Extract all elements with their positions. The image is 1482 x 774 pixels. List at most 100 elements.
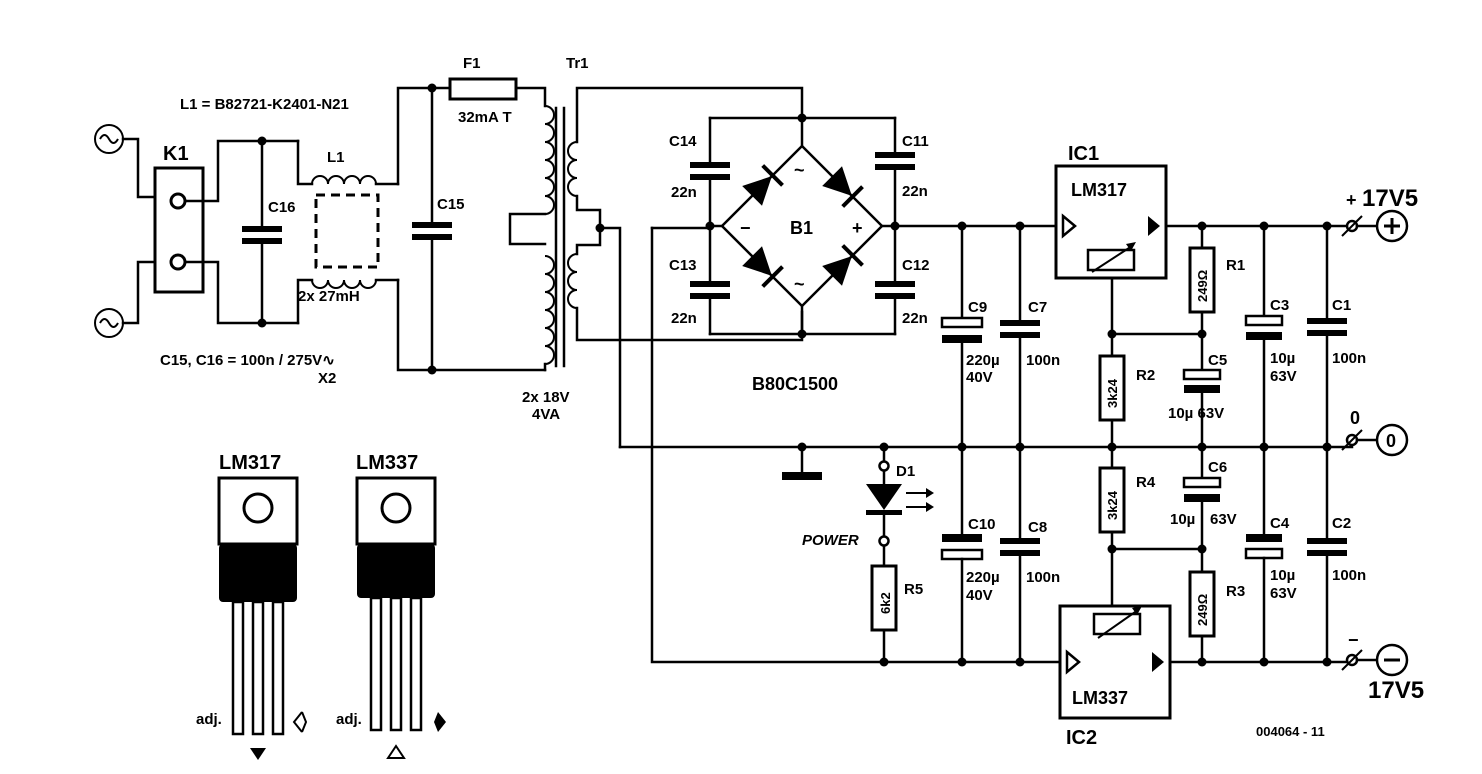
label-c8-value: 100n [1026, 569, 1060, 586]
label-r5-value: 6k2 [878, 592, 893, 614]
fuse-f1: F1 32mA T [448, 55, 547, 126]
power-indicator: D1 POWER 6k2 R5 [802, 442, 934, 667]
label-c5: C5 [1208, 352, 1227, 369]
label-b1-ac-bottom: ~ [794, 274, 805, 294]
label-pos-voltage: 17V5 [1362, 185, 1418, 212]
label-c12-value: 22n [902, 310, 928, 327]
capacitor-c3: C3 10µ 63V [1244, 224, 1297, 449]
label-l1: L1 [327, 149, 345, 166]
capacitor-c12: C12 22n [875, 224, 930, 336]
capacitor-c14: C14 22n [669, 116, 730, 228]
capacitor-c2: C2 100n [1307, 445, 1366, 664]
label-c7-value: 100n [1026, 352, 1060, 369]
label-d1: D1 [896, 463, 915, 480]
label-r4: R4 [1136, 474, 1156, 491]
ground-output-terminal [1375, 423, 1409, 457]
label-c3-cap: 10µ [1270, 350, 1295, 367]
label-b1-ac-top: ~ [794, 160, 805, 180]
label-c6-cap: 10µ [1170, 511, 1195, 528]
label-pos-sign: + [1346, 190, 1357, 210]
capacitor-c1: C1 100n [1307, 224, 1366, 449]
label-c4-cap: 10µ [1270, 567, 1295, 584]
label-r1-value: 249Ω [1195, 270, 1210, 302]
label-r5: R5 [904, 581, 923, 598]
label-b1-plus: + [852, 218, 863, 238]
ac-wave-top [99, 134, 119, 144]
label-c8: C8 [1028, 519, 1047, 536]
ac-wave-bottom [99, 318, 119, 328]
label-r4-value: 3k24 [1105, 490, 1120, 520]
label-x2: X2 [318, 370, 336, 387]
capacitor-c7: C7 100n [1000, 224, 1060, 449]
resistor-r1 [1188, 246, 1216, 314]
label-ic1-type: LM317 [1071, 180, 1127, 200]
capacitor-c11: C11 22n [875, 116, 929, 228]
label-ground-terminal-inner: 0 [1386, 431, 1396, 451]
label-c13: C13 [669, 257, 697, 274]
capacitor-c8: C8 100n [1000, 445, 1060, 664]
label-c4-volt: 63V [1270, 585, 1297, 602]
label-neg-voltage: 17V5 [1368, 677, 1424, 704]
capacitor-c9: C9 220µ 40V [940, 224, 1000, 449]
capacitor-c4: C4 10µ 63V [1244, 445, 1297, 664]
adjust-network: 3k24 R2 3k24 R4 249Ω R1 249Ω R3 C5 10µ 6… [1098, 221, 1245, 667]
label-adj-lm317: adj. [196, 711, 222, 728]
transformer-tr1: Tr1 2x 18V 4VA [508, 55, 804, 449]
label-k1: K1 [163, 143, 189, 165]
label-c2-value: 100n [1332, 567, 1366, 584]
label-l1-value: 2x 27mH [298, 288, 360, 305]
label-f1: F1 [463, 55, 481, 72]
label-b1-type: B80C1500 [752, 374, 838, 394]
label-b1: B1 [790, 218, 813, 238]
capacitor-c15: C15 [412, 86, 465, 372]
label-c10-volt: 40V [966, 587, 993, 604]
terminal-block-k1 [153, 166, 205, 294]
label-f1-value: 32mA T [458, 109, 512, 126]
label-c9-volt: 40V [966, 369, 993, 386]
label-c2: C2 [1332, 515, 1351, 532]
label-c10: C10 [968, 516, 996, 533]
bridge-rectifier-b1: B1 − + ~ ~ B80C1500 C14 22n C13 22n [669, 113, 930, 394]
choke-l1: L1 2x 27mH [296, 139, 400, 325]
label-pkg-lm337: LM337 [356, 452, 418, 474]
filter-capacitors: C9 220µ 40V C7 100n C10 220µ 40V C8 [940, 221, 1060, 667]
label-c14-value: 22n [671, 184, 697, 201]
label-tr1-power: 4VA [532, 406, 560, 423]
label-c1: C1 [1332, 297, 1351, 314]
supply-rails [618, 224, 1354, 664]
label-l1-part-number: L1 = B82721-K2401-N21 [180, 96, 349, 113]
label-c16: C16 [268, 199, 296, 216]
label-c1-value: 100n [1332, 350, 1366, 367]
label-c11: C11 [902, 133, 929, 150]
figure-code: 004064 - 11 [1256, 724, 1325, 739]
label-r3: R3 [1226, 583, 1245, 600]
label-r1: R1 [1226, 257, 1245, 274]
label-c7: C7 [1028, 299, 1047, 316]
label-ic1: IC1 [1068, 143, 1099, 165]
label-ic2: IC2 [1066, 727, 1097, 749]
label-r2: R2 [1136, 367, 1155, 384]
label-c6-volt: 63V [1210, 511, 1237, 528]
resistor-r4 [1098, 466, 1126, 534]
regulator-ic2: IC2 LM337 [1058, 547, 1172, 749]
label-c14: C14 [669, 133, 697, 150]
label-pkg-lm317: LM317 [219, 452, 281, 474]
pinout-lm337: LM337 adj. [336, 452, 446, 759]
output-capacitors: C3 10µ 63V C1 100n C4 10µ 63V C2 [1244, 221, 1366, 667]
capacitor-c16: C16 [242, 139, 296, 325]
capacitor-c10: C10 220µ 40V [940, 445, 1000, 664]
label-c4: C4 [1270, 515, 1290, 532]
capacitor-c13: C13 22n [669, 224, 730, 336]
label-b1-minus: − [740, 218, 751, 238]
output-terminals: + 17V5 0 0 − 17V5 [1341, 185, 1424, 704]
label-tr1: Tr1 [566, 55, 589, 72]
label-c3-volt: 63V [1270, 368, 1297, 385]
label-tr1-voltage: 2x 18V [522, 389, 570, 406]
label-r2-value: 3k24 [1105, 378, 1120, 408]
label-neg-sign: − [1348, 630, 1359, 650]
label-c11-value: 22n [902, 183, 928, 200]
label-c5-value: 10µ 63V [1168, 405, 1224, 422]
label-c9: C9 [968, 299, 987, 316]
label-c15-c16-note: C15, C16 = 100n / 275V∿ [160, 352, 335, 369]
label-ground-terminal: 0 [1350, 408, 1360, 428]
